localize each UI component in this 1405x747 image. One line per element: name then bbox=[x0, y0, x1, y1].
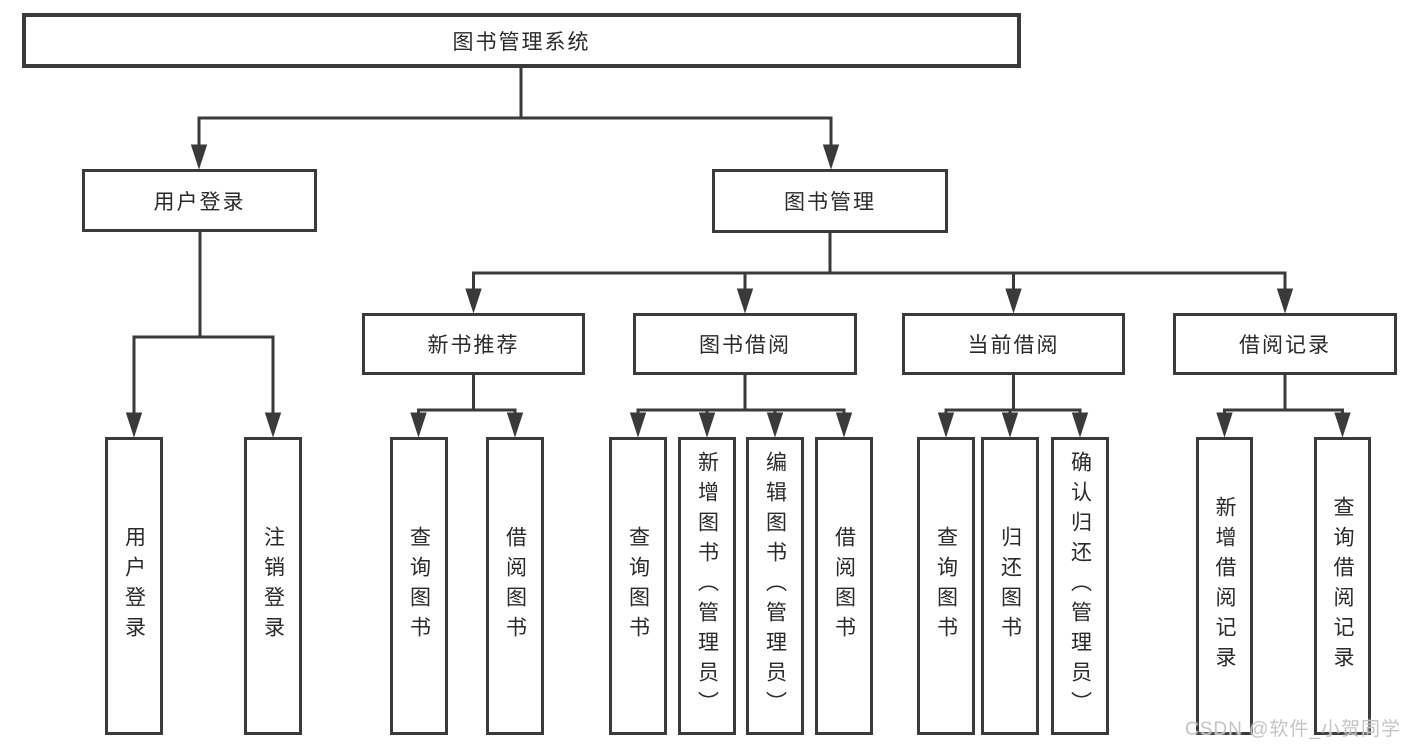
node-borrow-records: 借阅记录 bbox=[1173, 313, 1397, 375]
leaf-borrowing-query-books-label: 查询图书 bbox=[626, 526, 650, 646]
leaf-recommend-borrow-books: 借阅图书 bbox=[486, 437, 544, 735]
leaf-current-return-books-label: 归还图书 bbox=[998, 526, 1022, 646]
arrowhead-icon bbox=[465, 288, 482, 314]
leaf-records-add-record-label: 新增借阅记录 bbox=[1213, 496, 1236, 676]
leaf-logout-label: 注销登录 bbox=[261, 526, 285, 646]
arrowhead-icon bbox=[410, 412, 427, 438]
arrowhead-icon bbox=[264, 412, 282, 438]
node-library-system-label: 图书管理系统 bbox=[452, 30, 591, 54]
arrowhead-icon bbox=[125, 412, 143, 438]
arrowhead-icon bbox=[1216, 412, 1233, 438]
leaf-current-query-books: 查询图书 bbox=[917, 437, 975, 735]
arrowhead-icon bbox=[1071, 412, 1089, 438]
leaf-borrowing-borrow-books: 借阅图书 bbox=[815, 437, 873, 735]
arrowhead-icon bbox=[190, 144, 208, 170]
leaf-borrowing-query-books: 查询图书 bbox=[609, 437, 667, 735]
node-library-system: 图书管理系统 bbox=[22, 13, 1021, 68]
leaf-current-query-books-label: 查询图书 bbox=[934, 526, 958, 646]
arrowhead-icon bbox=[822, 144, 840, 170]
node-user-login-label: 用户登录 bbox=[153, 190, 246, 214]
arrowhead-icon bbox=[506, 412, 524, 438]
arrowhead-icon bbox=[1334, 412, 1351, 438]
leaf-user-login: 用户登录 bbox=[105, 437, 163, 735]
leaf-recommend-query-books: 查询图书 bbox=[390, 437, 448, 735]
node-user-login: 用户登录 bbox=[82, 169, 317, 232]
leaf-current-return-books: 归还图书 bbox=[981, 437, 1039, 735]
leaf-borrowing-edit-books-admin: 编辑图书（管理员） bbox=[746, 437, 804, 735]
arrowhead-icon bbox=[1001, 412, 1019, 438]
arrowhead-icon bbox=[629, 412, 647, 438]
node-book-borrowing: 图书借阅 bbox=[633, 313, 857, 375]
arrowhead-icon bbox=[1005, 288, 1022, 314]
leaf-records-query-record: 查询借阅记录 bbox=[1314, 437, 1371, 735]
arrowhead-icon bbox=[736, 288, 754, 314]
arrowhead-icon bbox=[835, 412, 853, 438]
node-book-management: 图书管理 bbox=[712, 169, 948, 233]
node-book-borrowing-label: 图书借阅 bbox=[699, 334, 791, 357]
leaf-logout: 注销登录 bbox=[244, 437, 302, 735]
leaf-records-add-record: 新增借阅记录 bbox=[1196, 437, 1253, 735]
node-current-borrowing: 当前借阅 bbox=[902, 313, 1125, 375]
leaf-borrowing-edit-books-admin-label: 编辑图书（管理员） bbox=[763, 451, 787, 721]
leaf-current-confirm-return-admin-label: 确认归还（管理员） bbox=[1068, 451, 1092, 721]
node-borrow-records-label: 借阅记录 bbox=[1239, 334, 1331, 357]
leaf-recommend-query-books-label: 查询图书 bbox=[407, 526, 431, 646]
leaf-borrowing-add-books-admin-label: 新增图书（管理员） bbox=[695, 451, 719, 721]
leaf-user-login-label: 用户登录 bbox=[122, 526, 146, 646]
arrowhead-icon bbox=[766, 412, 784, 438]
leaf-current-confirm-return-admin: 确认归还（管理员） bbox=[1051, 437, 1109, 735]
leaf-borrowing-borrow-books-label: 借阅图书 bbox=[832, 526, 856, 646]
node-current-borrowing-label: 当前借阅 bbox=[967, 334, 1060, 357]
leaf-borrowing-add-books-admin: 新增图书（管理员） bbox=[678, 437, 736, 735]
arrowhead-icon bbox=[1276, 288, 1294, 314]
arrowhead-icon bbox=[698, 412, 716, 438]
node-book-management-label: 图书管理 bbox=[784, 191, 876, 214]
arrowhead-icon bbox=[937, 412, 955, 438]
node-new-book-recommend-label: 新书推荐 bbox=[427, 334, 520, 357]
leaf-records-query-record-label: 查询借阅记录 bbox=[1331, 496, 1354, 676]
node-new-book-recommend: 新书推荐 bbox=[362, 313, 585, 375]
leaf-recommend-borrow-books-label: 借阅图书 bbox=[503, 526, 527, 646]
csdn-watermark: CSDN @软件_小贺同学 bbox=[1185, 719, 1401, 740]
